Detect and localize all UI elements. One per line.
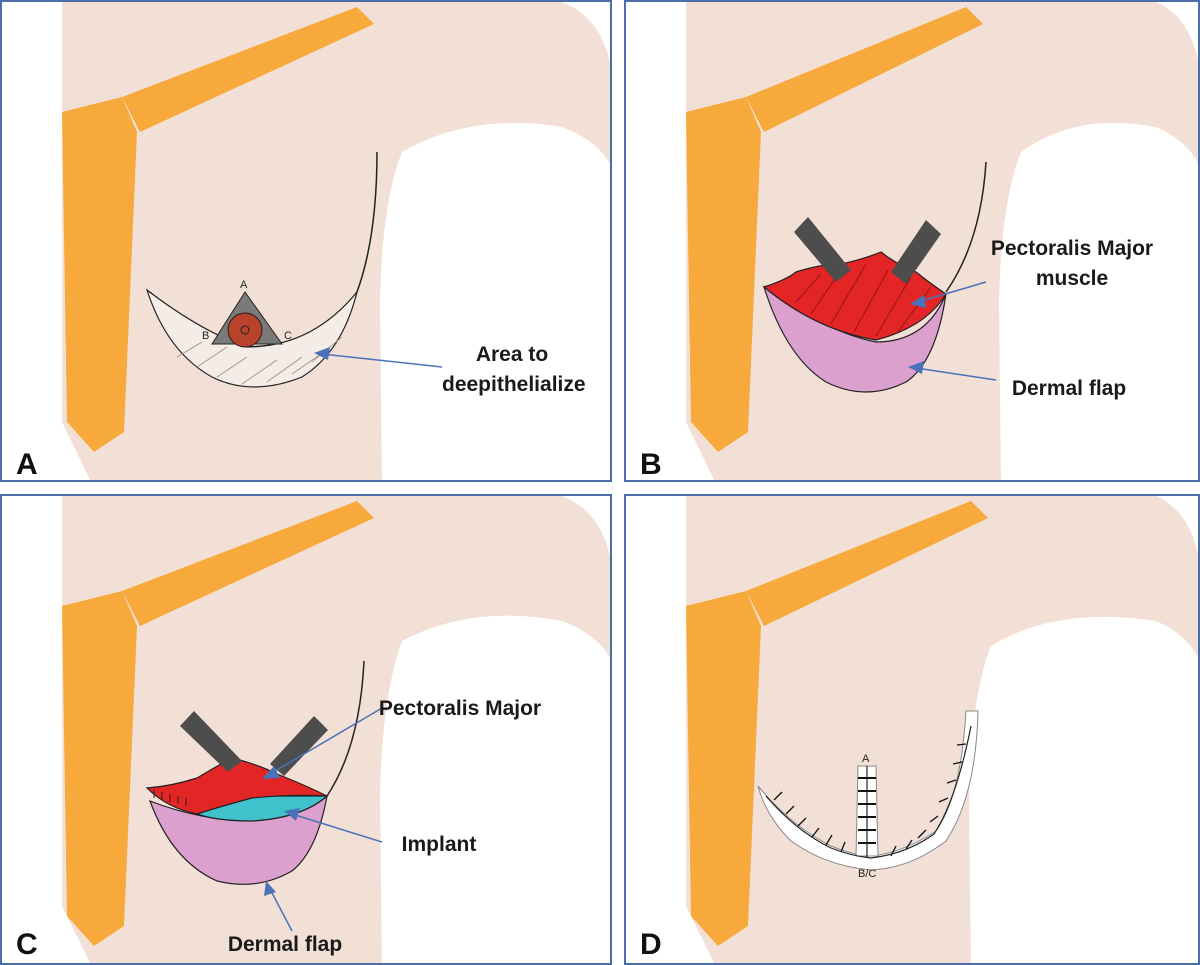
torso-silhouette bbox=[62, 2, 612, 482]
callout-pectoralis-major: Pectoralis Major bbox=[350, 694, 570, 724]
callout-dermal-flap: Dermal flap bbox=[210, 930, 360, 960]
panel-d-drawing: A B/C bbox=[626, 496, 1200, 965]
callout-line-2: muscle bbox=[982, 264, 1162, 294]
point-label-a: A bbox=[240, 279, 248, 291]
callout-line-1: Dermal flap bbox=[210, 930, 360, 960]
panel-a-drawing: A B C bbox=[2, 2, 612, 482]
callout-line-2: deepithelialize bbox=[442, 370, 582, 400]
callout-line-1: Area to bbox=[442, 340, 582, 370]
callout-area-to-deepithelialize: Area to deepithelialize bbox=[442, 340, 582, 401]
point-label-c: C bbox=[284, 330, 292, 342]
panel-d: A B/C D bbox=[624, 494, 1200, 965]
callout-line-1: Implant bbox=[384, 830, 494, 860]
areola bbox=[228, 313, 262, 347]
panel-c-drawing bbox=[2, 496, 612, 965]
panel-letter-d: D bbox=[640, 928, 662, 962]
torso-silhouette bbox=[686, 496, 1200, 965]
callout-line-1: Pectoralis Major bbox=[350, 694, 570, 724]
point-label-bc: B/C bbox=[858, 868, 876, 880]
callout-dermal-flap: Dermal flap bbox=[994, 374, 1144, 404]
callout-implant: Implant bbox=[384, 830, 494, 860]
panel-c: Pectoralis Major Implant Dermal flap C bbox=[0, 494, 612, 965]
callout-line-1: Dermal flap bbox=[994, 374, 1144, 404]
panel-letter-c: C bbox=[16, 928, 38, 962]
callout-line-1: Pectoralis Major bbox=[982, 234, 1162, 264]
panel-letter-b: B bbox=[640, 448, 662, 482]
panel-b: Pectoralis Major muscle Dermal flap B bbox=[624, 0, 1200, 482]
point-label-a: A bbox=[862, 753, 870, 765]
point-label-b: B bbox=[202, 330, 209, 342]
callout-pectoralis-major-muscle: Pectoralis Major muscle bbox=[982, 234, 1162, 295]
panel-letter-a: A bbox=[16, 448, 38, 482]
torso-silhouette bbox=[62, 496, 612, 965]
panel-a: A B C Area to deepithelialize A bbox=[0, 0, 612, 482]
